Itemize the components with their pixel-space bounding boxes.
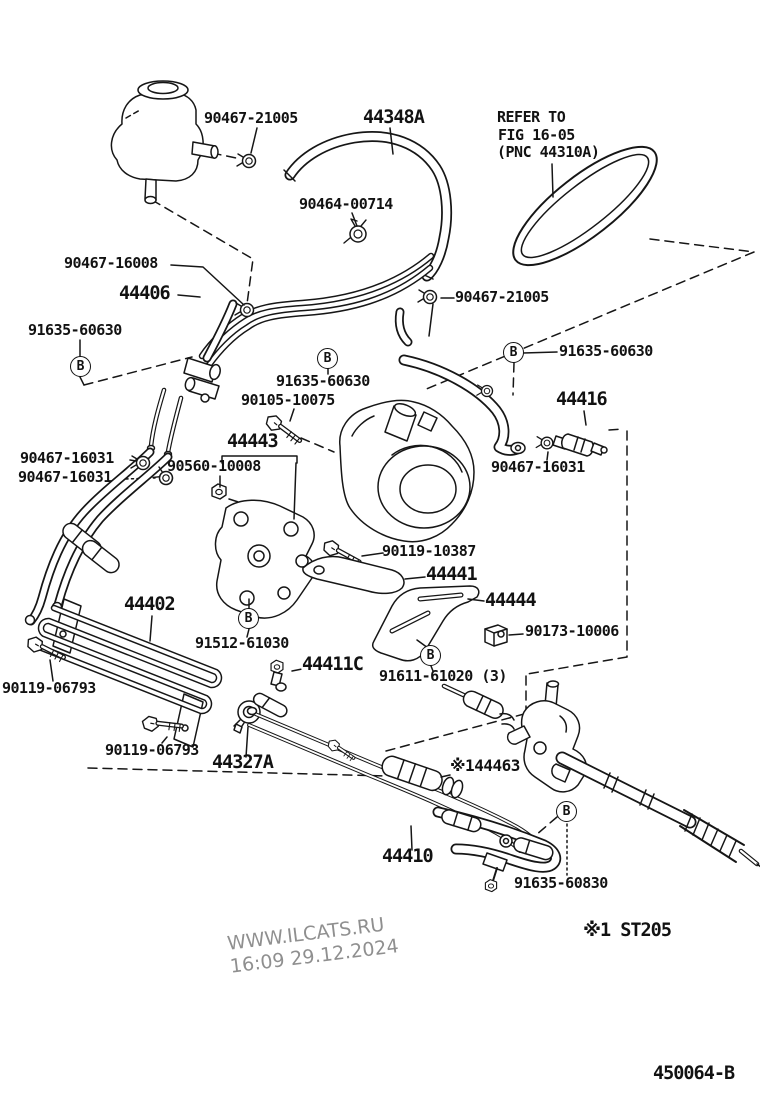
part-label-90467-16008: 90467-16008 bbox=[64, 254, 158, 272]
detail-marker-b-4: B bbox=[238, 608, 259, 629]
clamp-icon-21005-mid bbox=[417, 289, 438, 305]
gear-brackets-drawing bbox=[302, 539, 480, 662]
part-label-44411c: 44411C bbox=[302, 654, 364, 675]
figure-code: 450064-B bbox=[653, 1063, 735, 1084]
nut-icon-10008 bbox=[211, 483, 227, 500]
part-label-90467-16031-2: 90467-16031 bbox=[18, 468, 112, 486]
oil-cooler-drawing bbox=[25, 598, 223, 748]
part-label-90560-10008: 90560-10008 bbox=[167, 457, 261, 475]
part-label-44441: 44441 bbox=[426, 564, 478, 585]
pump-outlet-hose-drawing bbox=[398, 354, 526, 456]
part-label-44406: 44406 bbox=[119, 283, 171, 304]
part-label-44444: 44444 bbox=[485, 590, 537, 611]
pump-bracket-drawing bbox=[214, 499, 316, 619]
part-label-90105-10075: 90105-10075 bbox=[241, 391, 335, 409]
bypass-valve-drawing bbox=[270, 659, 287, 692]
suction-hose-drawing bbox=[283, 131, 453, 282]
tube-clamp-drawing bbox=[233, 700, 261, 734]
model-note: ※1 ST205 bbox=[583, 920, 672, 941]
detail-marker-b-5: B bbox=[420, 645, 441, 666]
pressure-hose-loop-drawing bbox=[432, 806, 562, 893]
part-label-90119-10387: 90119-10387 bbox=[382, 542, 476, 560]
part-label-91611-61020: 91611-61020 (3) bbox=[379, 667, 507, 685]
part-label-90467-16031-3: 90467-16031 bbox=[491, 458, 585, 476]
part-label-90464-00714: 90464-00714 bbox=[299, 195, 393, 213]
part-label-44402: 44402 bbox=[124, 594, 176, 615]
return-hoses-drawing bbox=[24, 447, 173, 626]
detail-marker-b-1: B bbox=[70, 356, 91, 377]
label-leader-lines bbox=[49, 127, 587, 851]
part-label-90467-21005-1: 90467-21005 bbox=[204, 109, 298, 127]
clamp-icon-16031-right bbox=[535, 436, 554, 450]
part-label-144463: ※144463 bbox=[450, 756, 520, 775]
part-label-44443: 44443 bbox=[227, 431, 279, 452]
part-label-91635-60630-1: 91635-60630 bbox=[28, 321, 122, 339]
part-label-90173-10006: 90173-10006 bbox=[525, 622, 619, 640]
cube-nut-drawing bbox=[484, 624, 508, 647]
vane-pump-drawing bbox=[339, 307, 475, 543]
clamp-icon-21005-top bbox=[236, 153, 257, 169]
drive-belt-drawing bbox=[512, 145, 658, 267]
grommet-144463-drawing bbox=[381, 755, 443, 792]
refer-note-line3: (PNC 44310A) bbox=[497, 143, 600, 161]
part-label-44416: 44416 bbox=[556, 389, 608, 410]
part-label-91635-60630-3: 91635-60630 bbox=[276, 372, 370, 390]
pressure-sensor-drawing bbox=[552, 433, 608, 457]
steering-gear-drawing bbox=[441, 680, 760, 868]
part-label-90119-06793-1: 90119-06793 bbox=[2, 679, 96, 697]
detail-marker-b-2: B bbox=[317, 348, 338, 369]
part-label-44348a: 44348A bbox=[363, 107, 425, 128]
reservoir-tank-drawing bbox=[110, 80, 219, 205]
refer-note-line1: REFER TO bbox=[497, 108, 566, 126]
part-label-44410: 44410 bbox=[382, 846, 434, 867]
part-label-91635-60630-2: 91635-60630 bbox=[559, 342, 653, 360]
part-label-90467-21005-2: 90467-21005 bbox=[455, 288, 549, 306]
part-label-44327a: 44327A bbox=[212, 752, 274, 773]
part-label-90119-06793-2: 90119-06793 bbox=[105, 741, 199, 759]
refer-note-line2: FIG 16-05 bbox=[498, 126, 575, 144]
detail-marker-b-6: B bbox=[556, 801, 577, 822]
detail-marker-b-3: B bbox=[503, 342, 524, 363]
part-label-90467-16031-1: 90467-16031 bbox=[20, 449, 114, 467]
part-label-91512-61030: 91512-61030 bbox=[195, 634, 289, 652]
pressure-feed-tube-assembly-drawing bbox=[146, 252, 435, 458]
part-label-91635-60830: 91635-60830 bbox=[514, 874, 608, 892]
